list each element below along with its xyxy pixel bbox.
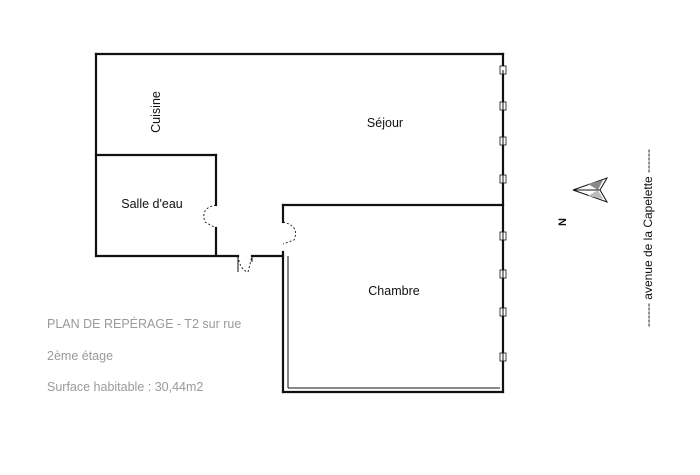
floor-level: 2ème étage [47,349,114,363]
room-label-sejour: Séjour [367,116,403,130]
room-label-cuisine: Cuisine [149,91,163,133]
surface-area: Surface habitable : 30,44m2 [47,380,204,394]
north-arrow-icon [572,177,609,203]
plan-title: PLAN DE REPÉRAGE - T2 sur rue [47,317,242,331]
north-label: N [557,218,569,226]
room-label-chambre: Chambre [368,284,419,298]
interior-walls [94,153,505,258]
room-label-salle-deau: Salle d'eau [121,197,183,211]
windows [499,65,507,390]
doors [203,204,297,273]
street-label: ------ avenue de la Capelette ------ [641,149,655,327]
